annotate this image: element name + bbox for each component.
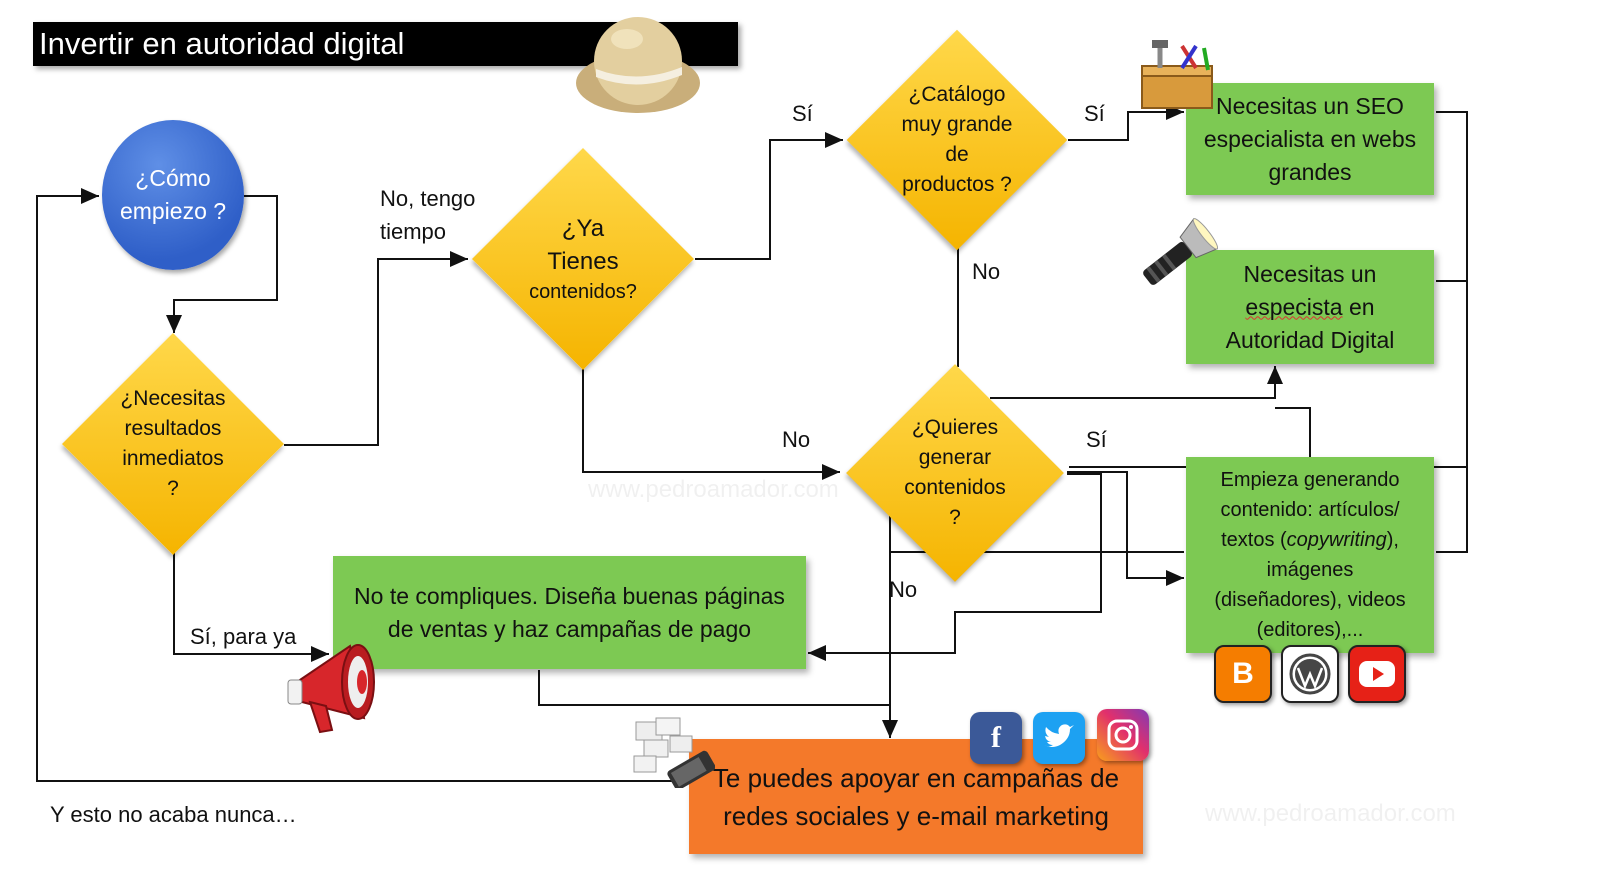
social-media-label: Te puedes apoyar en campañas de redes so…: [712, 762, 1120, 831]
need-results-label: ¿Necesitas resultados inmediatos ?: [120, 387, 226, 500]
have-content-decision: ¿Ya Tienes contenidos?: [471, 147, 695, 371]
flashlight-icon: [1143, 218, 1219, 285]
start-node-label: ¿Cómo empiezo ?: [119, 165, 227, 224]
generate-content-decision: ¿Quieres generar contenidos ?: [843, 364, 1067, 582]
toolbox-icon: [1141, 40, 1213, 109]
watermark-bottom: www.pedroamador.com: [1205, 800, 1456, 827]
authority-specialist-label: Necesitas un especista en Autoridad Digi…: [1225, 260, 1395, 353]
sales-pages-label: No te compliques. Diseña buenas páginas …: [354, 582, 785, 642]
big-catalog-label: ¿Catálogo muy grande de productos ?: [901, 83, 1013, 196]
footer-text: Y esto no acaba nunca…: [50, 802, 297, 827]
generate-content-box-label: Empieza generando contenido: artículos/ …: [1214, 469, 1406, 641]
blogger-icon: B: [1214, 645, 1272, 703]
no-time-label: No, tengo tiempo: [380, 186, 476, 244]
seo-specialist-box: Necesitas un SEO especialista en webs gr…: [1186, 83, 1434, 195]
start-node: ¿Cómo empiezo ?: [102, 120, 244, 270]
have-content-label: ¿Ya Tienes: [547, 215, 619, 275]
no-content-label: No: [782, 427, 811, 452]
email-phone-icon: [633, 717, 715, 788]
watermark: www.pedroamador.com: [588, 476, 839, 503]
generate-content-label: ¿Quieres generar contenidos ?: [904, 416, 1006, 529]
yes-now-label: Sí, para ya: [190, 624, 297, 649]
no-catalog-label: No: [972, 259, 1001, 284]
sales-pages-box: No te compliques. Diseña buenas páginas …: [333, 556, 806, 669]
pith-helmet-icon: [576, 17, 700, 113]
facebook-icon: f: [970, 712, 1022, 764]
youtube-icon: [1348, 645, 1406, 703]
yes-seo-label: Sí: [1084, 101, 1105, 126]
yes-catalog-label: Sí: [792, 101, 813, 126]
megaphone-icon: [287, 644, 375, 734]
instagram-icon: [1097, 709, 1149, 761]
have-content-sublabel: contenidos?: [529, 281, 637, 303]
no-generate-label: No: [889, 577, 918, 602]
twitter-icon: [1033, 712, 1085, 764]
yes-generate-label: Sí: [1086, 427, 1107, 452]
need-results-decision: ¿Necesitas resultados inmediatos ?: [61, 332, 285, 556]
big-catalog-decision: ¿Catálogo muy grande de productos ?: [845, 29, 1069, 251]
wordpress-icon: [1281, 645, 1339, 703]
generate-content-box: Empieza generando contenido: artículos/ …: [1186, 457, 1434, 653]
seo-specialist-label: Necesitas un SEO especialista en webs gr…: [1203, 92, 1417, 185]
authority-specialist-box: Necesitas un especista en Autoridad Digi…: [1186, 250, 1434, 364]
